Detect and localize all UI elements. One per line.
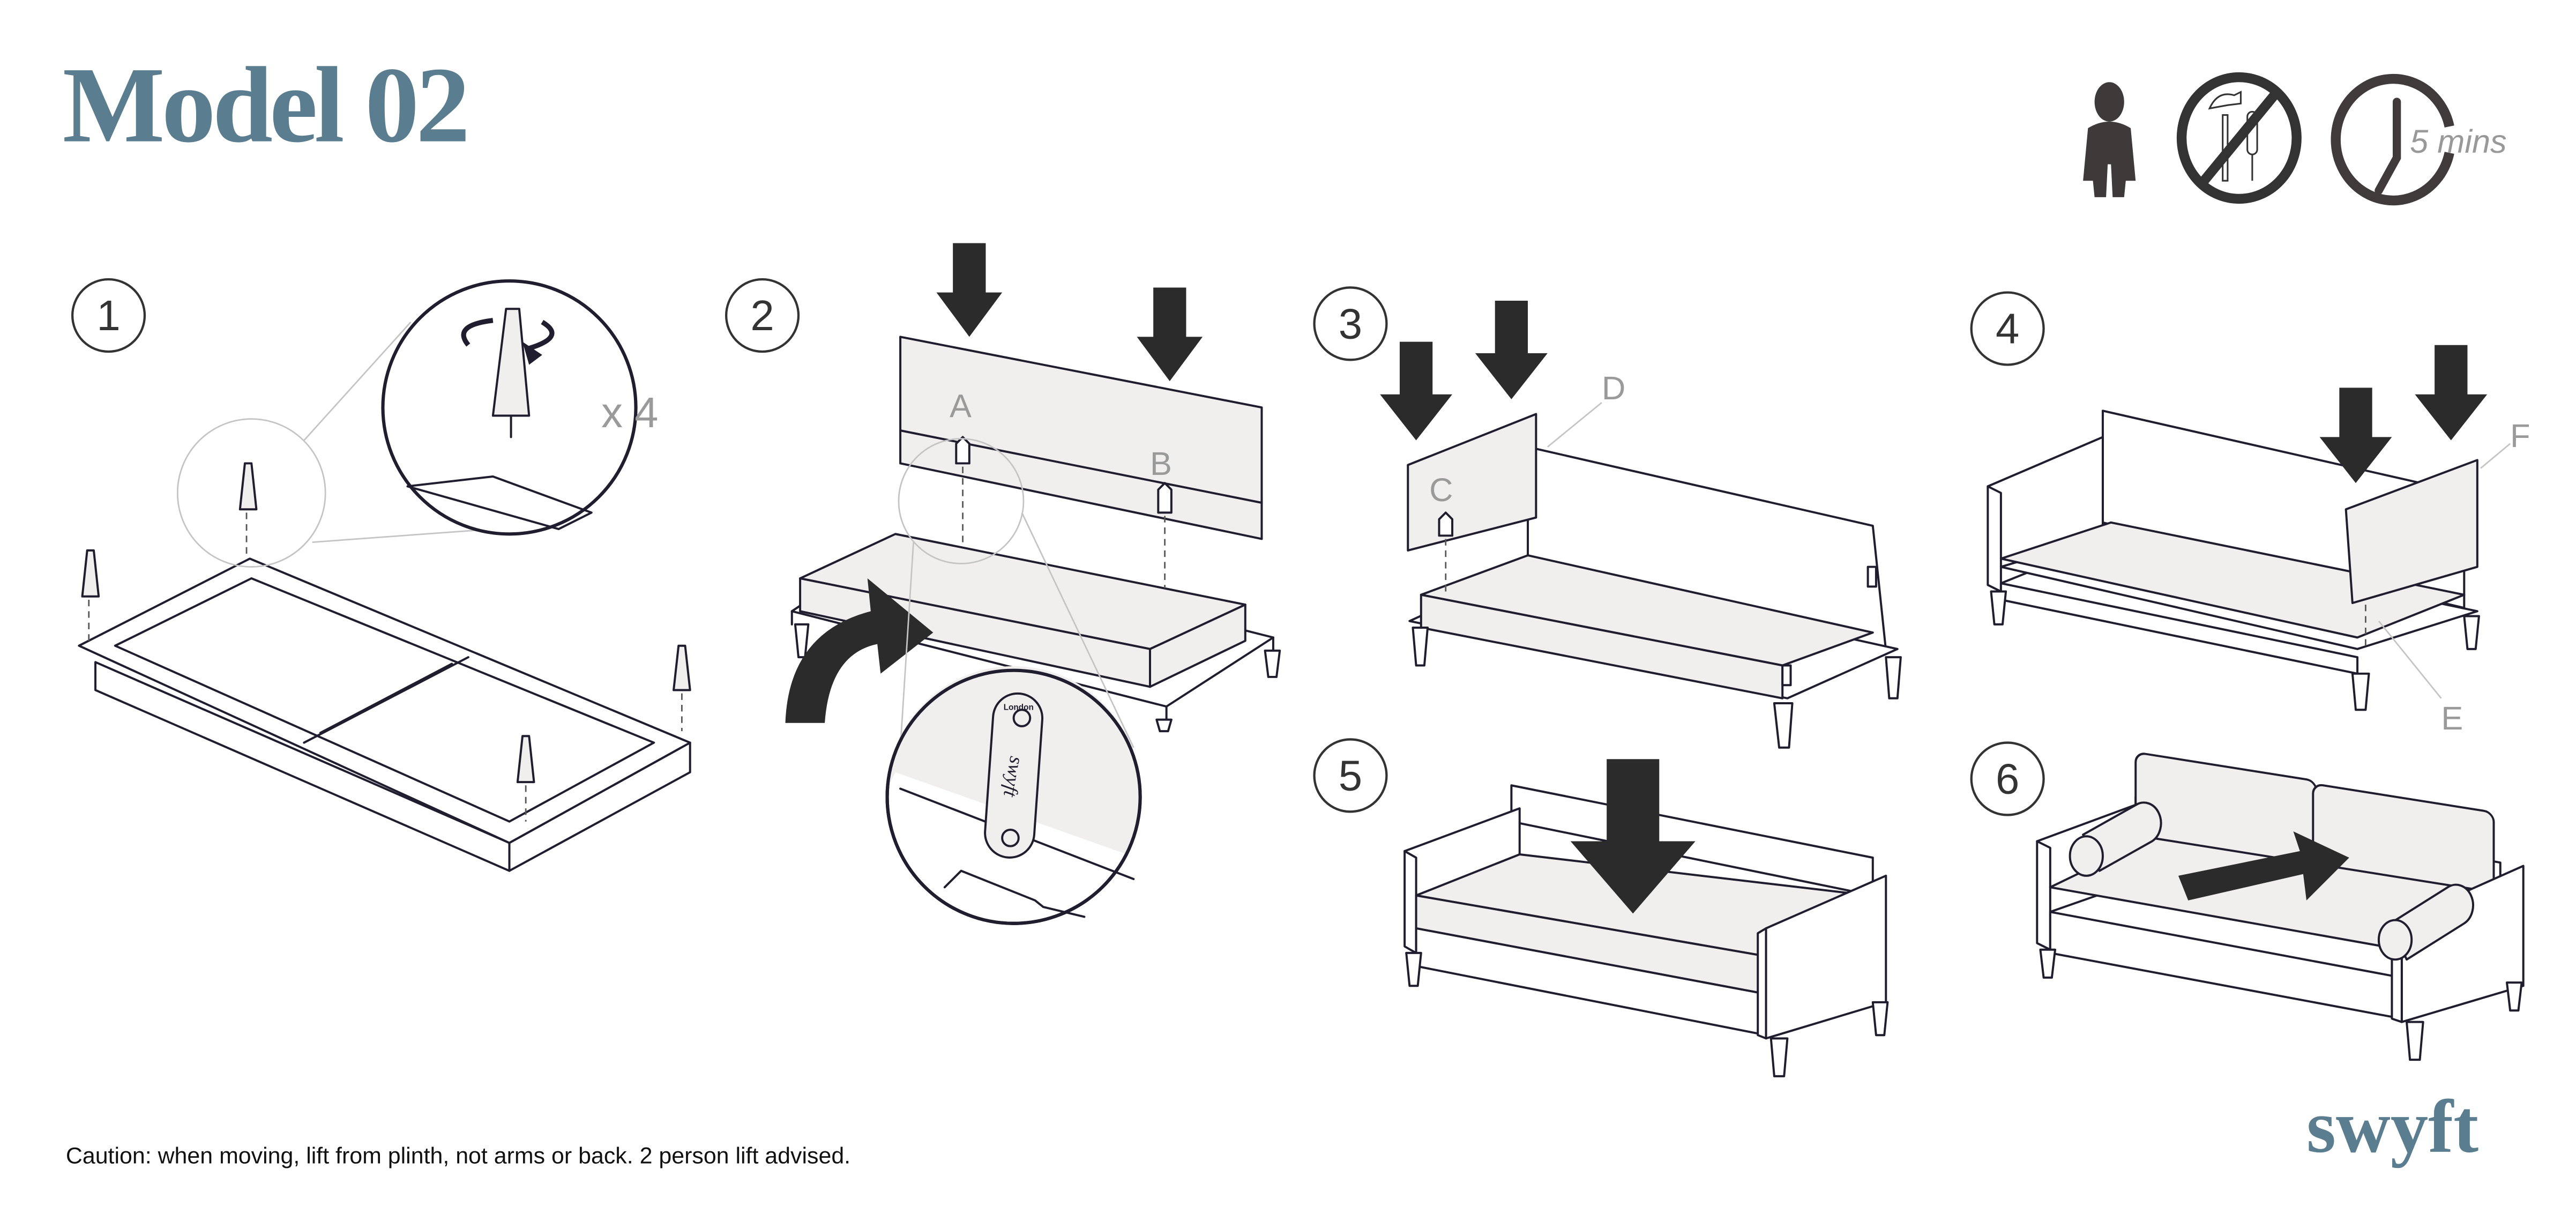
down-arrow-icon [1570,759,1696,914]
label-d: D [1602,370,1625,406]
no-tools-icon [2176,72,2302,204]
down-arrow-icon [1380,341,1453,441]
caution-note: Caution: when moving, lift from plinth, … [66,1143,850,1168]
one-person-icon [2083,82,2136,197]
clock-icon: 5 mins [2331,73,2507,206]
label-c: C [1429,472,1453,508]
svg-text:1: 1 [96,292,120,339]
step-4-badge: 4 [1970,291,2045,366]
step-1-legs [81,462,691,784]
step-1-plinth-frame [78,512,691,872]
bracket-engraving-text: London [1004,703,1034,712]
step-3-sofa-base [1408,445,1902,749]
step-5-sofa [1403,784,1889,1077]
step-2-badge: 2 [725,278,800,353]
step-1-detail-magnifier: x 4 [176,279,658,568]
step-3-arm-panel: C D [1407,370,1625,595]
label-a: A [950,388,972,425]
svg-text:3: 3 [1339,300,1362,347]
step-1-badge: 1 [71,278,146,353]
push-arrow-icon [2178,831,2349,900]
down-arrow-icon [1137,287,1203,382]
down-arrow-icon [2319,388,2392,483]
step-4-arm-panel: F E [2344,418,2530,736]
svg-text:4: 4 [1996,305,2019,353]
page-title: Model 02 [63,45,467,165]
down-arrow-icon [1475,300,1548,399]
svg-text:5: 5 [1339,751,1362,799]
step-6-badge: 6 [1970,741,2045,816]
bolster-cushion-right [2377,883,2474,961]
rotate-arrow-icon [785,578,934,723]
label-b: B [1150,445,1172,482]
time-estimate-label: 5 mins [2410,123,2507,160]
step-2-bracket-magnifier: London swyft [885,438,1142,925]
svg-text:2: 2 [750,292,774,339]
brand-logo: swyft [2306,1085,2478,1168]
down-arrow-icon [936,243,1003,337]
step-2-backrest: A B [899,336,1263,589]
quantity-label: x 4 [601,389,658,436]
down-arrow-icon [2415,345,2488,441]
label-e: E [2441,700,2463,736]
bolster-cushion-left [2069,801,2162,877]
svg-text:6: 6 [1996,755,2019,803]
label-f: F [2510,418,2530,454]
step-3-badge: 3 [1313,286,1388,361]
step-5-badge: 5 [1313,738,1388,813]
